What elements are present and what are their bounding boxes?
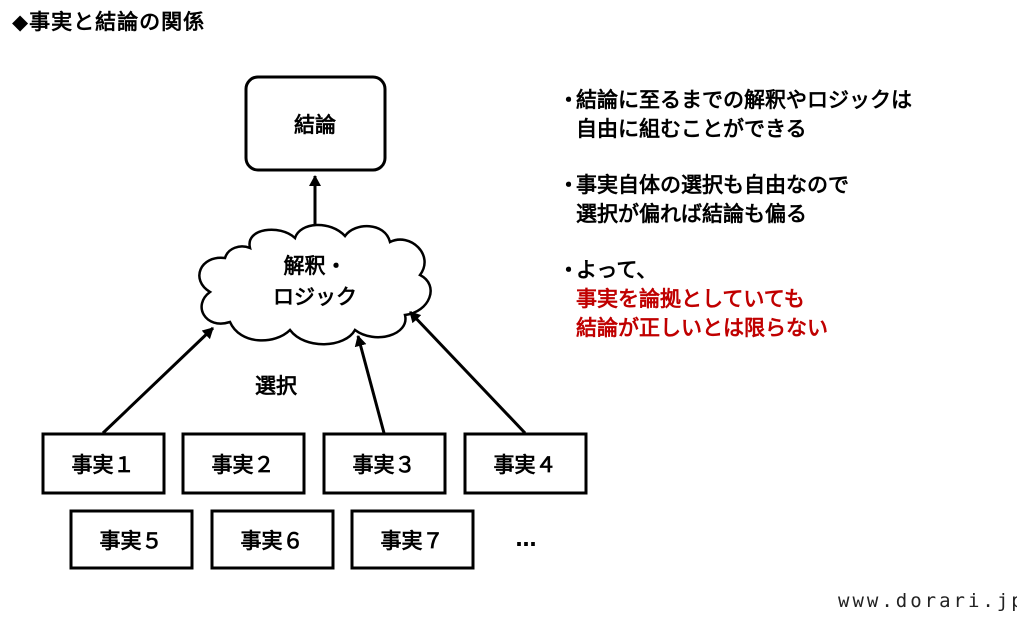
bullet-2-line-2: 選択が偏れば結論も偏る	[576, 202, 807, 226]
fact-label-1: 事実１	[72, 453, 135, 477]
cloud-line-1: 解釈・	[284, 254, 347, 278]
page-title: ◆事実と結論の関係	[12, 10, 206, 34]
bullet-3-line-1: よって、	[576, 258, 658, 282]
fact-box-4: 事実４	[463, 432, 588, 495]
logic-cloud: 解釈・ ロジック	[198, 223, 432, 346]
fact-box-1: 事実１	[41, 432, 166, 495]
bullet-1-line-1: 結論に至るまでの解釈やロジックは	[576, 88, 912, 112]
bullet-3: ・ よって、 事実を論拠としていても 結論が正しいとは限らない	[558, 256, 912, 343]
bullet-mark: ・	[558, 173, 579, 197]
facts-ellipsis: …	[516, 527, 537, 551]
bullet-3-line-2: 事実を論拠としていても	[576, 287, 805, 311]
conclusion-box: 結論	[244, 75, 387, 172]
fact-box-7: 事実７	[350, 509, 475, 570]
bullet-mark: ・	[558, 88, 579, 112]
fact-label-4: 事実４	[494, 453, 557, 477]
fact-label-5: 事実５	[100, 529, 163, 553]
cloud-line-2: ロジック	[273, 285, 357, 309]
selection-label: 選択	[255, 374, 298, 398]
fact-label-3: 事実３	[353, 453, 416, 477]
fact-box-6: 事実６	[210, 509, 335, 570]
bullet-1: ・ 結論に至るまでの解釈やロジックは 自由に組むことができる	[558, 86, 912, 144]
arrow-fact1	[101, 326, 215, 435]
fact-box-2: 事実２	[181, 432, 306, 495]
explanation-list: ・ 結論に至るまでの解釈やロジックは 自由に組むことができる ・ 事実自体の選択…	[558, 86, 912, 370]
site-watermark: www.dorari.jp	[838, 590, 1017, 612]
bullet-1-line-2: 自由に組むことができる	[576, 117, 807, 141]
fact-label-2: 事実２	[212, 453, 275, 477]
fact-label-6: 事実６	[241, 529, 304, 553]
bullet-2: ・ 事実自体の選択も自由なので 選択が偏れば結論も偏る	[558, 171, 912, 229]
bullet-mark: ・	[558, 258, 579, 282]
conclusion-label: 結論	[294, 113, 337, 137]
bullet-3-line-3: 結論が正しいとは限らない	[576, 316, 828, 340]
arrow-fact4	[408, 310, 527, 435]
bullet-2-line-1: 事実自体の選択も自由なので	[576, 173, 849, 197]
fact-box-3: 事実３	[322, 432, 447, 495]
fact-box-5: 事実５	[69, 509, 194, 570]
fact-label-7: 事実７	[381, 529, 444, 553]
arrow-fact3	[354, 335, 386, 434]
